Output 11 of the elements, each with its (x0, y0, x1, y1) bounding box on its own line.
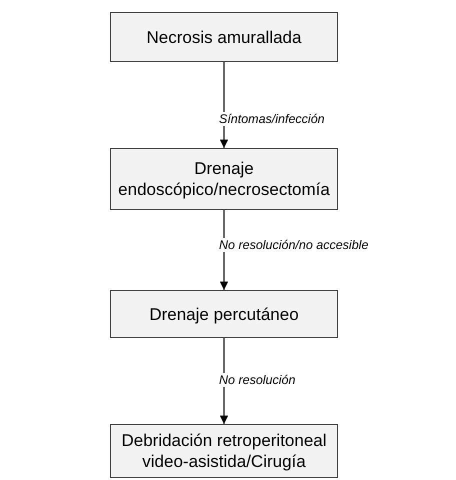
box-text: Drenaje endoscópico/necrosectomía (117, 158, 331, 200)
edge-label: No resolución/no accesible (218, 238, 370, 252)
edge-label: Síntomas/infección (218, 112, 326, 126)
process-box (110, 290, 338, 338)
process-box (110, 148, 338, 210)
process-box (110, 424, 338, 478)
process-box (110, 12, 338, 62)
edge-label: No resolución (218, 373, 296, 387)
box-text: Debridación retroperitoneal video-asistida/Cirugía (120, 430, 328, 472)
box-text: Drenaje percutáneo (149, 304, 299, 324)
box-text: Necrosis amurallada (146, 26, 302, 48)
